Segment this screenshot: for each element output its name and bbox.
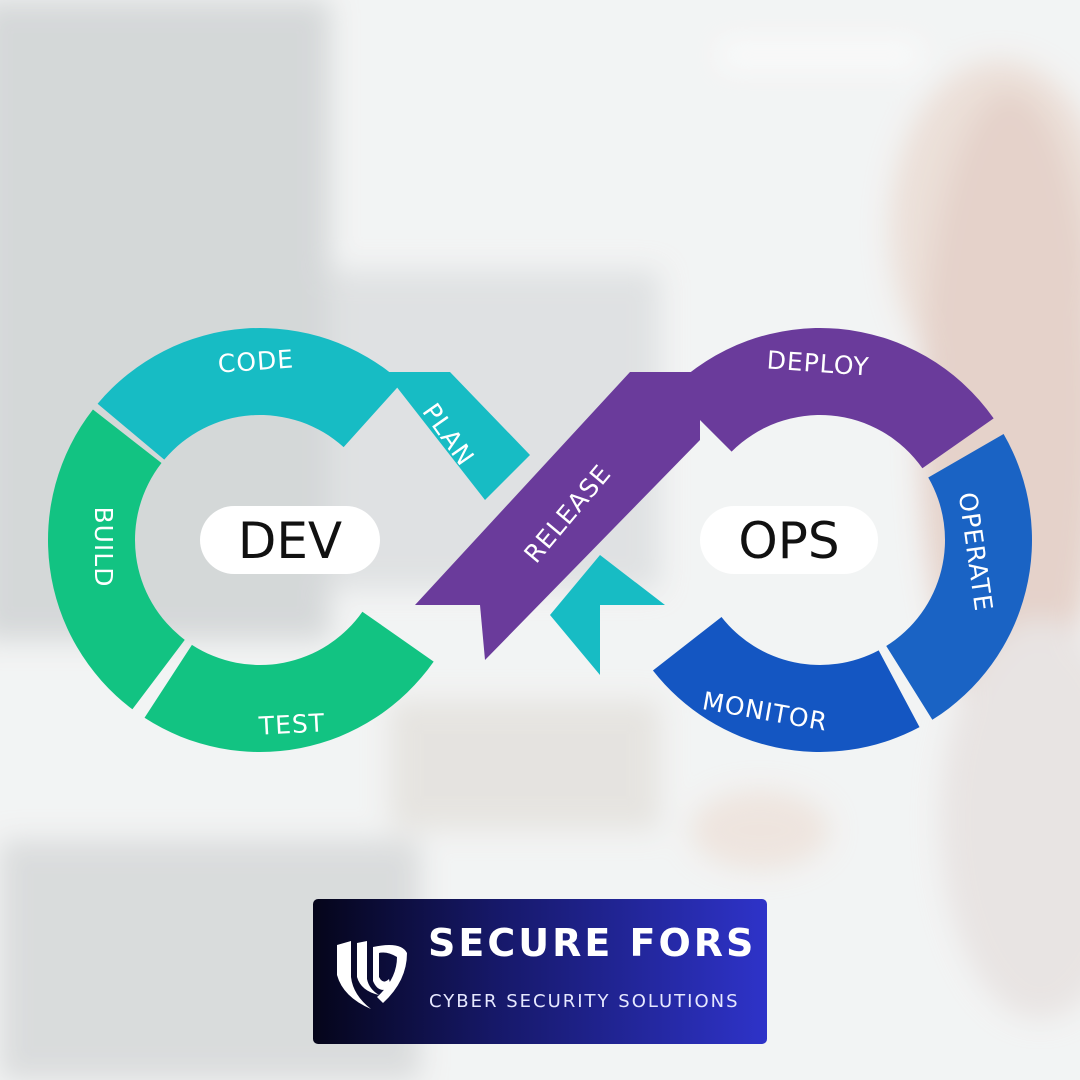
- stage-deploy: DEPLOY: [766, 345, 871, 381]
- test-segment: [144, 611, 434, 753]
- operate-segment: [886, 434, 1032, 720]
- logo-title: SECURE FORS: [428, 921, 757, 965]
- dev-pill: [200, 506, 380, 574]
- deploy-segment: [670, 327, 994, 469]
- dev-label: DEV: [238, 512, 342, 570]
- stage-test: TEST: [257, 708, 326, 740]
- build-segment: [48, 409, 185, 710]
- monitor-segment: [652, 616, 920, 752]
- code-segment: [97, 328, 402, 460]
- secure-fors-logo: SECURE FORS CYBER SECURITY SOLUTIONS: [313, 899, 767, 1044]
- release-arrow: [415, 372, 700, 660]
- return-arrow: [550, 555, 665, 675]
- ops-pill: [700, 506, 878, 574]
- plan-segment: [385, 372, 530, 500]
- logo-subtitle: CYBER SECURITY SOLUTIONS: [429, 991, 740, 1012]
- ops-label: OPS: [738, 512, 839, 570]
- shield-logo-icon: [337, 941, 407, 1009]
- stage-code: CODE: [217, 344, 295, 378]
- stage-build: BUILD: [89, 506, 118, 587]
